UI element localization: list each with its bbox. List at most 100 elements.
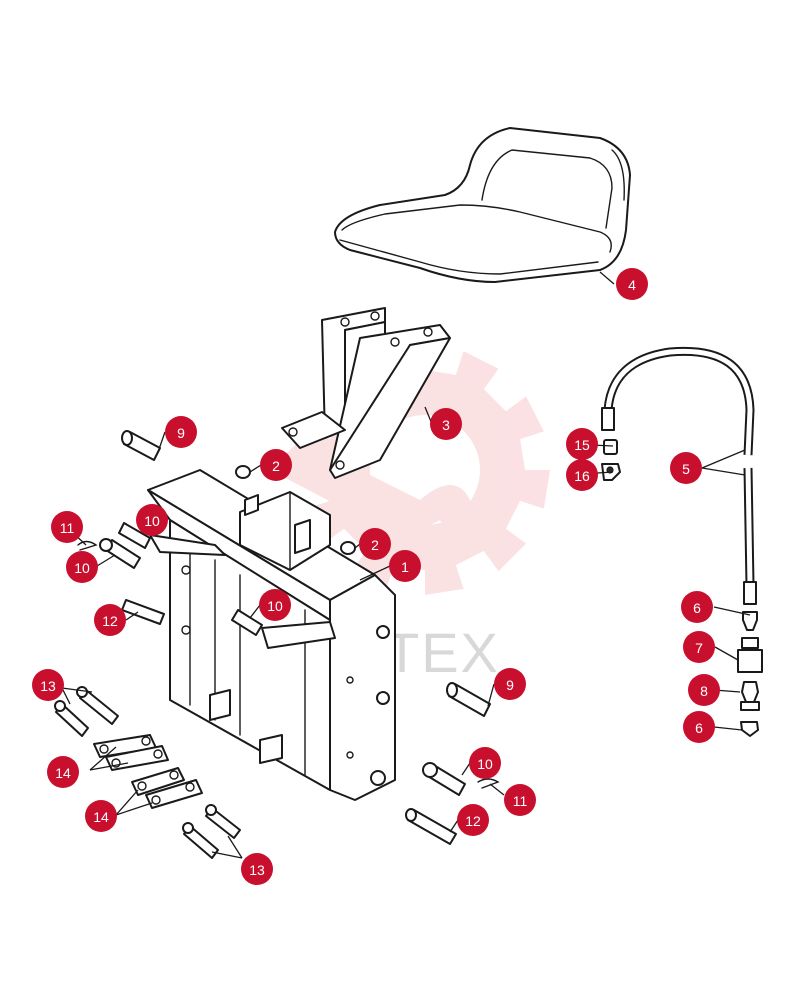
callout-number: 2 [272,458,280,474]
callout-badge-6: 6 [681,591,713,623]
callout-badge-13: 13 [241,853,273,885]
callout-number: 14 [55,765,71,781]
bolt-6-lower-part [740,721,759,737]
callout-badge-2: 2 [260,449,292,481]
pin-12-right-part [405,808,457,845]
callout-badge-13: 13 [32,669,64,701]
pin-9-upper-part [121,430,161,461]
bushing-2-lower-part [340,541,356,555]
callout-number: 1 [401,559,409,575]
callout-badge-7: 7 [683,631,715,663]
pin-10-left-lower-part [99,538,141,569]
callout-badge-3: 3 [430,408,462,440]
link-plate-14-upper-part [93,734,169,771]
callout-circle [670,452,702,484]
callout-badge-11: 11 [51,511,83,543]
callout-number: 11 [60,520,75,536]
callout-badge-14: 14 [85,800,117,832]
callout-number: 14 [93,809,109,825]
callout-number: 7 [695,640,703,656]
callout-circle [469,747,501,779]
callout-circle [32,669,64,701]
callout-circle [566,428,598,460]
callout-circle [688,674,720,706]
callout-circle [359,528,391,560]
callout-number: 13 [249,862,265,878]
callout-number: 4 [628,277,636,293]
coupler-7-part [737,637,763,673]
callout-number: 5 [682,461,690,477]
link-plate-14-lower-part [131,767,203,809]
seat-part [334,127,631,283]
callout-circle [165,416,197,448]
bolt-6-upper-part [742,611,758,631]
pin-10-right-part [422,762,466,796]
wrench-icon [270,440,473,553]
callout-circle [66,551,98,583]
callout-badge-15: 15 [566,428,598,460]
watermark-text: TEX [385,621,500,684]
callout-badge-4: 4 [616,268,648,300]
clip-11-right-part [477,778,500,789]
callout-badge-5: 5 [670,452,702,484]
callout-badge-10: 10 [259,589,291,621]
bushing-2-upper-part [235,465,251,479]
callout-circle [389,550,421,582]
callout-badge-12: 12 [457,804,489,836]
callout-badge-11: 11 [504,784,536,816]
callout-circle [566,459,598,491]
callout-badge-2: 2 [359,528,391,560]
callout-number: 6 [693,600,701,616]
pin-13-lower-part [182,804,241,859]
callout-badges: 4 3 9 2 15 16 5 11 10 10 2 1 12 10 6 7 13 9 8 6 14 10 11 14 12 13 [32,268,720,885]
callout-circle [47,756,79,788]
callout-badge-9: 9 [165,416,197,448]
callout-number: 11 [513,793,528,809]
callout-badge-6: 6 [683,711,715,743]
callout-circle [260,449,292,481]
callout-number: 16 [574,468,590,484]
callout-number: 12 [465,813,481,829]
callout-badge-10: 10 [66,551,98,583]
callout-badge-1: 1 [389,550,421,582]
pin-12-left-part [121,599,165,625]
callout-badge-14: 14 [47,756,79,788]
callout-circle [683,631,715,663]
hose-part [601,346,757,605]
seat-bracket-part [281,307,451,479]
callout-number: 2 [371,537,379,553]
pin-10-middle-part [231,609,263,636]
callout-circle [51,511,83,543]
callout-number: 9 [177,425,185,441]
callout-circle [259,589,291,621]
callout-badge-16: 16 [566,459,598,491]
callout-number: 10 [144,513,160,529]
callout-circle [681,591,713,623]
clip-11-left-part [77,540,98,551]
callout-circle [136,504,168,536]
pin-13-upper-part [54,686,119,737]
fitting-15-part [603,439,618,455]
callout-circle [616,268,648,300]
callout-badge-8: 8 [688,674,720,706]
callout-number: 10 [74,560,90,576]
callout-badge-9: 9 [494,668,526,700]
nipple-8-part [740,681,760,711]
callout-number: 6 [695,720,703,736]
callout-circle [683,711,715,743]
callout-circle [457,804,489,836]
callout-number: 13 [40,678,56,694]
callout-number: 15 [574,437,590,453]
callout-badge-12: 12 [94,604,126,636]
callout-number: 12 [102,613,118,629]
callout-number: 10 [267,598,283,614]
callout-circle [494,668,526,700]
callout-circle [430,408,462,440]
callout-circle [504,784,536,816]
callout-circle [85,800,117,832]
callout-number: 10 [477,756,493,772]
callout-number: 8 [700,683,708,699]
pin-10-left-upper-part [118,522,151,549]
callout-badge-10: 10 [469,747,501,779]
